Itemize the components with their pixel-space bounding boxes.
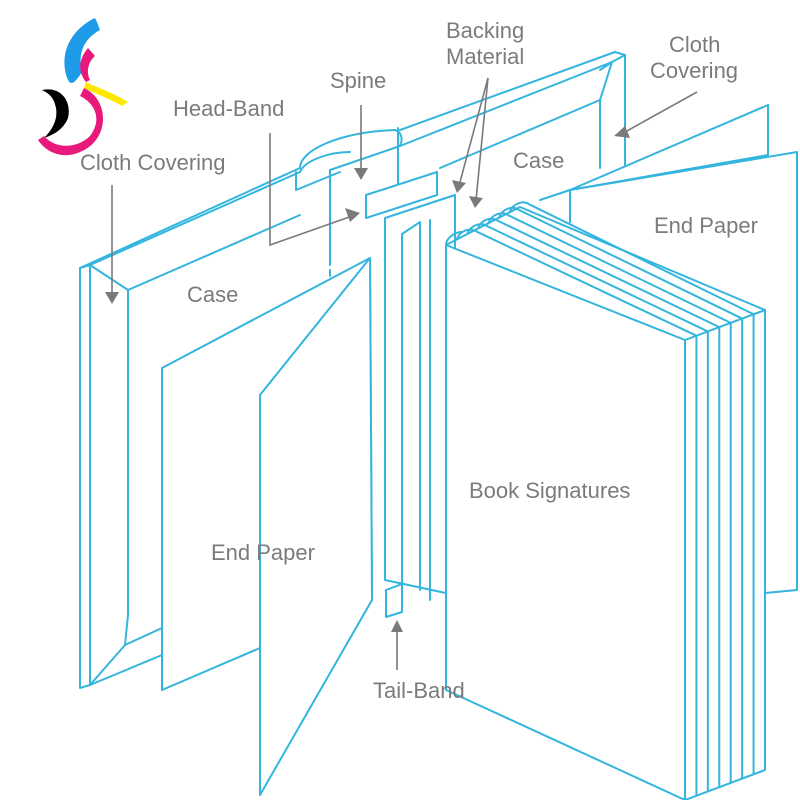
signature-top-ridge: [466, 223, 709, 333]
label-backing-material-line2: Material: [446, 44, 524, 69]
label-cloth-covering-right-line2: Covering: [650, 58, 738, 83]
label-cloth-covering-left: Cloth Covering: [80, 150, 226, 175]
label-end-paper-left: End Paper: [211, 540, 315, 565]
logo-yellow-swoosh: [84, 82, 128, 106]
head-band-shape: [365, 171, 438, 219]
signature-top-ridge: [476, 217, 721, 329]
spine: [295, 51, 616, 281]
callout-arrows: [105, 77, 698, 670]
left-case-board: [79, 167, 301, 689]
left-end-paper: [161, 257, 373, 796]
signature-top-ridge: [487, 212, 732, 324]
signature-top-ridge: [455, 228, 698, 337]
label-spine: Spine: [330, 68, 386, 93]
logo: [38, 18, 128, 156]
label-head-band: Head-Band: [173, 96, 284, 121]
backing-material: [384, 194, 456, 601]
label-case-left: Case: [187, 282, 238, 307]
signature-top-ridge: [497, 206, 744, 320]
label-case-right: Case: [513, 148, 564, 173]
logo-magenta-swoosh-small: [80, 48, 95, 82]
label-book-signatures: Book Signatures: [469, 478, 630, 503]
signature-block-top-edge: [445, 206, 766, 311]
label-backing-material-line1: Backing: [446, 18, 524, 43]
logo-cyan-swoosh: [64, 18, 100, 83]
book-signatures-block: [445, 201, 766, 800]
label-tail-band: Tail-Band: [373, 678, 465, 703]
signature-top-ridge: [508, 201, 755, 316]
label-end-paper-right: End Paper: [654, 213, 758, 238]
logo-magenta-swoosh-large: [38, 88, 104, 156]
logo-black-swoosh: [42, 89, 69, 138]
tail-band-shape: [385, 583, 403, 618]
label-cloth-covering-right-line1: Cloth: [669, 32, 720, 57]
